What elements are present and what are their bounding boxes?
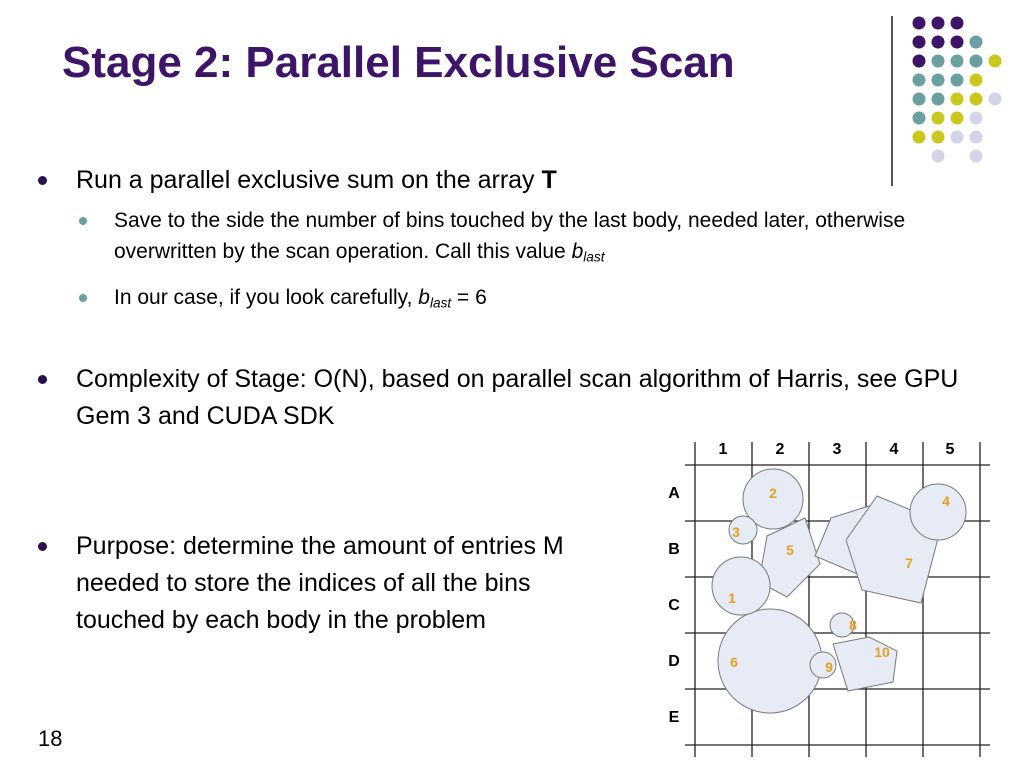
variable-subscript: last <box>583 249 605 265</box>
col-label-4: 4 <box>890 441 899 458</box>
bullet-purpose: Purpose: determine the amount of entries… <box>36 528 608 639</box>
bullet-run-parallel-sum: Run a parallel exclusive sum on the arra… <box>36 162 756 199</box>
slide-title: Stage 2: Parallel Exclusive Scan <box>62 38 735 87</box>
bullet-text: Run a parallel exclusive sum on the arra… <box>76 166 542 194</box>
row-label-b: B <box>668 541 680 558</box>
bins-grid-figure: 1 2 3 4 5 A B C D E 1 2 3 4 5 6 7 8 9 10 <box>668 441 990 757</box>
variable-b: b <box>571 240 584 263</box>
row-labels: A B C D E <box>668 485 680 726</box>
body-label-5: 5 <box>786 542 794 558</box>
row-label-e: E <box>669 709 680 726</box>
bullet-text: Complexity of Stage: O(N), based on para… <box>76 365 959 430</box>
subbullet-text: In our case, if you look carefully, <box>114 286 419 309</box>
page-number: 18 <box>38 726 63 751</box>
body-3 <box>728 515 758 545</box>
bodies <box>711 468 967 714</box>
subbullet-our-case: In our case, if you look carefully, blas… <box>76 282 976 313</box>
row-label-d: D <box>668 653 680 670</box>
col-label-1: 1 <box>719 441 728 458</box>
body-10 <box>832 636 898 692</box>
variable-subscript: last <box>429 295 452 311</box>
row-label-a: A <box>668 485 680 502</box>
column-labels: 1 2 3 4 5 <box>719 441 955 458</box>
body-label-9: 9 <box>825 659 833 675</box>
decorative-dots <box>912 16 1002 163</box>
col-label-5: 5 <box>946 441 955 458</box>
subbullet-save-bins: Save to the side the number of bins touc… <box>76 205 996 267</box>
body-label-2: 2 <box>769 485 777 501</box>
col-label-3: 3 <box>833 441 842 458</box>
body-2 <box>742 468 804 530</box>
subbullet-value: = 6 <box>451 286 487 309</box>
decorative-divider <box>891 16 893 186</box>
body-label-1: 1 <box>728 590 736 606</box>
body-label-3: 3 <box>732 524 740 540</box>
bullet-text: Purpose: determine the amount of entries… <box>76 532 564 634</box>
variable-b: b <box>418 286 430 309</box>
body-8 <box>829 612 855 638</box>
row-label-c: C <box>668 597 680 614</box>
body-1 <box>711 556 771 616</box>
body-labels: 1 2 3 4 5 6 7 8 9 10 <box>728 485 950 675</box>
body-9 <box>809 651 837 679</box>
col-label-2: 2 <box>776 441 785 458</box>
array-name: T <box>541 166 557 194</box>
body-label-10: 10 <box>874 644 890 660</box>
subbullet-text: Save to the side the number of bins touc… <box>114 209 906 263</box>
decorative-dot-pattern <box>912 16 1002 163</box>
bullet-complexity: Complexity of Stage: O(N), based on para… <box>36 361 966 435</box>
body-label-6: 6 <box>730 654 738 670</box>
body-4 <box>909 483 967 541</box>
body-label-7: 7 <box>905 555 913 571</box>
body-label-4: 4 <box>942 493 950 509</box>
body-label-8: 8 <box>849 617 857 633</box>
